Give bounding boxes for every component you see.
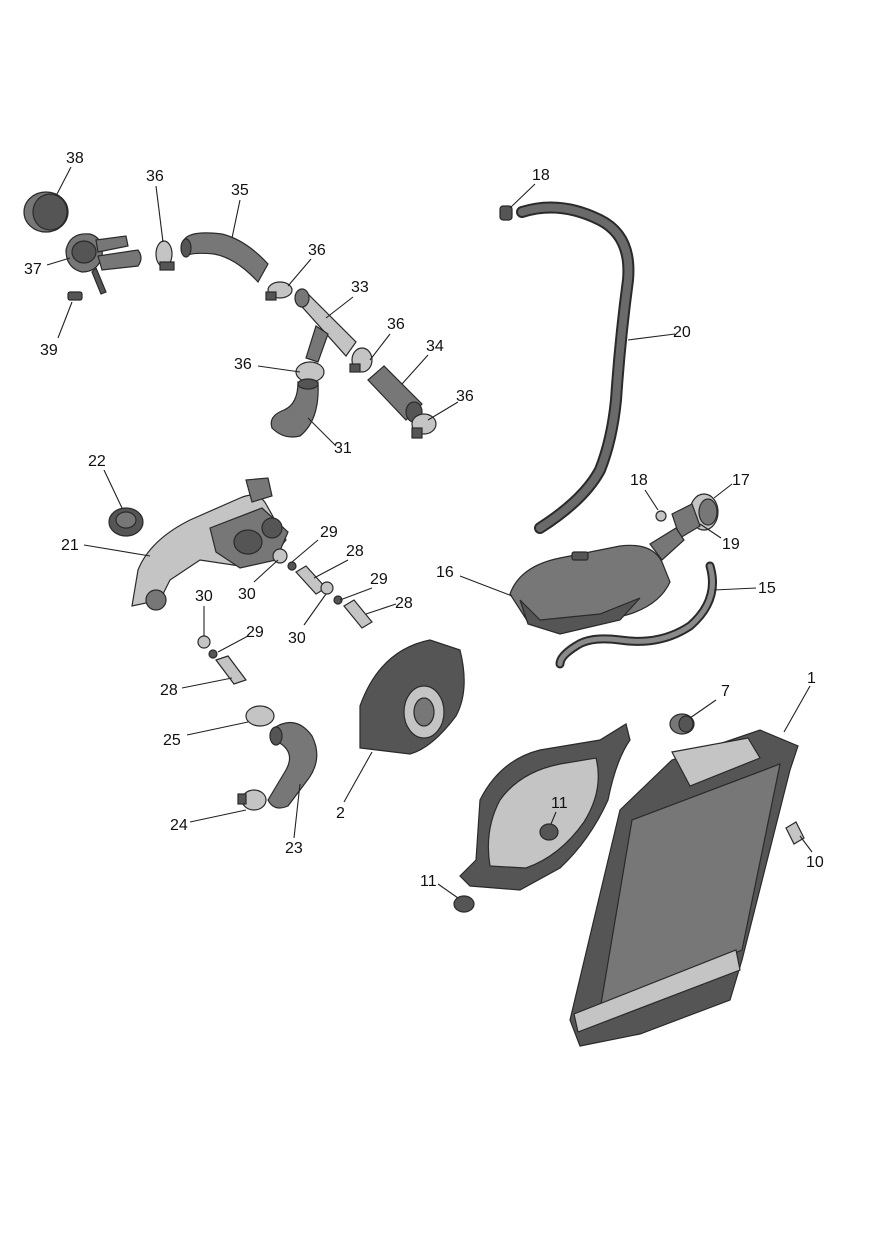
- part-fan-shroud[interactable]: [459, 723, 631, 891]
- part-25-hose-clamp[interactable]: [245, 705, 275, 727]
- part-30-washer-upper[interactable]: [272, 548, 288, 564]
- callout-36: 36: [308, 242, 326, 259]
- part-31-elbow-hose[interactable]: [270, 378, 319, 438]
- part-38-cap[interactable]: [23, 191, 69, 233]
- part-24-hose-clamp[interactable]: [237, 789, 267, 811]
- callout-21: 21: [61, 537, 79, 554]
- part-23-elbow-hose[interactable]: [267, 721, 318, 809]
- part-22-grommet[interactable]: [108, 507, 144, 537]
- callout-24: 24: [170, 817, 188, 834]
- callout-15: 15: [758, 580, 776, 597]
- part-20-overflow-hose[interactable]: [516, 201, 635, 534]
- part-37-filler-neck[interactable]: [65, 233, 142, 295]
- part-34-straight-hose[interactable]: [367, 365, 423, 423]
- part-29-washer-upper[interactable]: [287, 561, 297, 571]
- callout-36: 36: [146, 168, 164, 185]
- part-36-clamp-mid-right[interactable]: [349, 347, 373, 373]
- callout-1: 1: [807, 670, 816, 687]
- callout-11: 11: [420, 873, 437, 890]
- callout-30: 30: [195, 588, 213, 605]
- callout-25: 25: [163, 732, 181, 749]
- part-36-clamp-upper-left[interactable]: [155, 240, 175, 271]
- callout-34: 34: [426, 338, 444, 355]
- part-35-elbow-hose[interactable]: [180, 232, 269, 284]
- part-1-radiator[interactable]: [569, 729, 799, 1047]
- callout-28: 28: [395, 595, 413, 612]
- callout-29: 29: [320, 524, 338, 541]
- part-18-clip-lower[interactable]: [655, 510, 667, 522]
- callout-35: 35: [231, 182, 249, 199]
- part-21-pump-housing[interactable]: [131, 477, 289, 611]
- callout-33: 33: [351, 279, 369, 296]
- part-39-bolt[interactable]: [67, 291, 83, 301]
- callout-2: 2: [336, 805, 345, 822]
- callout-16: 16: [436, 564, 454, 581]
- leader-lines: [46, 166, 813, 899]
- part-11-grommet-upper[interactable]: [539, 823, 559, 841]
- callout-36: 36: [234, 356, 252, 373]
- callout-18: 18: [532, 167, 550, 184]
- part-11-grommet-lower[interactable]: [453, 895, 475, 913]
- part-15-reservoir-hose[interactable]: [555, 561, 717, 669]
- callout-11: 11: [551, 795, 568, 812]
- callout-36: 36: [456, 388, 474, 405]
- part-10-screw[interactable]: [785, 821, 805, 845]
- part-16-coolant-reservoir[interactable]: [509, 527, 685, 635]
- part-33-t-fitting[interactable]: [294, 288, 357, 363]
- callout-7: 7: [721, 683, 730, 700]
- callout-37: 37: [24, 261, 42, 278]
- part-29-washer-mid[interactable]: [333, 595, 343, 605]
- callout-36: 36: [387, 316, 405, 333]
- part-28-bolt-mid[interactable]: [343, 599, 373, 629]
- callout-17: 17: [732, 472, 750, 489]
- callout-20: 20: [673, 324, 691, 341]
- callout-30: 30: [288, 630, 306, 647]
- callout-10: 10: [806, 854, 824, 871]
- callout-22: 22: [88, 453, 106, 470]
- callout-38: 38: [66, 150, 84, 167]
- callout-28: 28: [160, 682, 178, 699]
- callout-23: 23: [285, 840, 303, 857]
- callout-29: 29: [370, 571, 388, 588]
- part-30-washer-mid[interactable]: [320, 581, 334, 595]
- part-7-bushing[interactable]: [669, 713, 695, 735]
- part-18-clip-upper[interactable]: [499, 205, 513, 221]
- callout-18: 18: [630, 472, 648, 489]
- callout-19: 19: [722, 536, 740, 553]
- callout-30: 30: [238, 586, 256, 603]
- part-36-clamp-upper-mid[interactable]: [265, 281, 293, 301]
- part-28-bolt-lower[interactable]: [215, 655, 247, 685]
- callout-39: 39: [40, 342, 58, 359]
- callout-29: 29: [246, 624, 264, 641]
- part-2-cooling-fan[interactable]: [359, 639, 465, 755]
- part-29-washer-lower[interactable]: [208, 649, 218, 659]
- callout-31: 31: [334, 440, 352, 457]
- part-30-washer-lower[interactable]: [197, 635, 211, 649]
- callout-28: 28: [346, 543, 364, 560]
- callout-labels: 38 36 35 36 33 36 34 36 31 36 37 39 18 2…: [24, 150, 824, 890]
